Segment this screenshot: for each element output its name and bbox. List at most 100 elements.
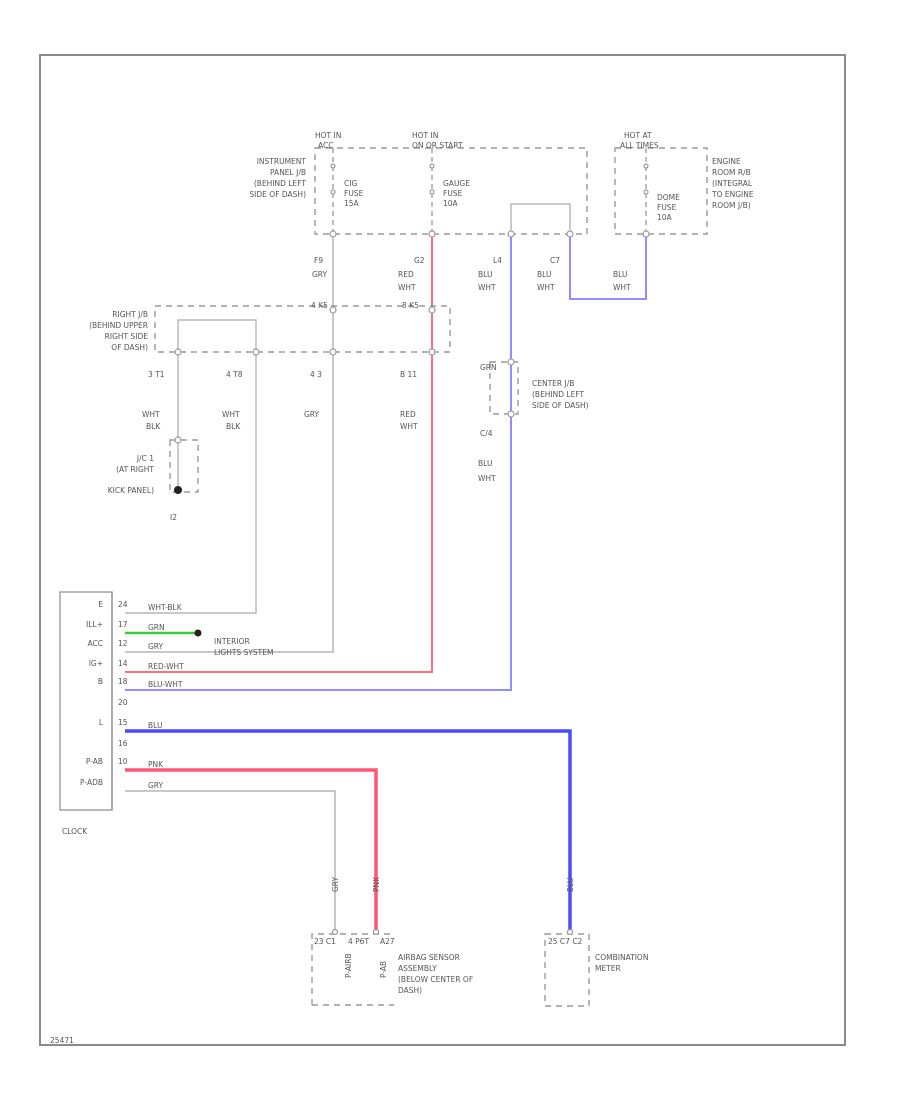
clock-pin-name: ILL+ [86, 620, 103, 629]
bottom-wire-gry: GRY [331, 876, 340, 892]
wire-gry-airbag [125, 790, 336, 930]
meter-line1: COMBINATION [595, 953, 648, 962]
airbag-line2: ASSEMBLY [398, 964, 437, 973]
airbag-pin-3: A27 [380, 937, 395, 946]
mid-wire-a-2: BLK [146, 422, 161, 431]
wire-c7-color-2: WHT [537, 283, 555, 292]
center-jb-line1: CENTER J/B [532, 379, 574, 388]
diagram-code: 25471 [50, 1036, 74, 1045]
wire-c7-color-1: BLU [537, 270, 551, 279]
airbag-vtext-2: P-AB [379, 961, 388, 978]
wire-g2-color-2: WHT [398, 283, 416, 292]
ground-junction: J/C 1 (AT RIGHT KICK PANEL) I2 [108, 436, 199, 522]
cig-fuse-name: CIG [344, 179, 357, 188]
hot-at-label: HOT AT [624, 131, 652, 140]
mid-wire-d-2: WHT [400, 422, 418, 431]
clock-pin-name: L [99, 718, 104, 727]
clock-pin-number: 15 [118, 718, 128, 727]
mid-wire-b-2: BLK [226, 422, 241, 431]
wire-c7-dome [569, 237, 647, 300]
hot-ign-label: HOT IN [315, 131, 341, 140]
clock-pin-name: P-AB [86, 757, 103, 766]
clock-wire-label: WHT-BLK [148, 603, 183, 612]
clock-pin-number: 24 [118, 600, 128, 609]
clock-wire-label: GRN [148, 623, 165, 632]
mid-wire-c: GRY [304, 410, 320, 419]
clock-wire-label: GRY [148, 781, 164, 790]
hot-ign-sub: ACC [318, 141, 333, 150]
dome-fuse-name: DOME [657, 193, 680, 202]
terminal-f9 [329, 230, 337, 238]
wire-wht-blk-e [125, 352, 257, 614]
right-jb-line4: OF DASH) [111, 343, 148, 352]
instrument-panel-jb-line2: PANEL J/B [270, 168, 306, 177]
ground-id: I2 [170, 513, 177, 522]
clock-pin-number: 10 [118, 757, 128, 766]
mid-wire-d-1: RED [400, 410, 416, 419]
clock-pin-number: 14 [118, 659, 128, 668]
clock-pin-name: ACC [88, 639, 103, 648]
airbag-line3: (BELOW CENTER OF [398, 975, 473, 984]
meter-pins: 25 C7 C2 [548, 937, 583, 946]
clock-wire-label: BLU [148, 721, 162, 730]
dome-fuse-rating: 10A [657, 213, 673, 222]
terminal-l4 [507, 230, 515, 238]
clock-pin-number: 17 [118, 620, 128, 629]
clock-wire-label: BLU-WHT [148, 680, 183, 689]
right-jb-pin-t8: 4 T8 [226, 370, 243, 379]
wire-f9-color: GRY [312, 270, 328, 279]
hot-start-label: HOT IN [412, 131, 438, 140]
instrument-panel-jb-line4: SIDE OF DASH) [249, 190, 306, 199]
right-jb-line1: RIGHT J/B [112, 310, 148, 319]
clock-label: CLOCK [62, 827, 88, 836]
clock-pin-number: 12 [118, 639, 128, 648]
gauge-fuse: GAUGE FUSE 10A [429, 148, 470, 234]
airbag-sensor-assembly: 23 C1 4 P6T A27 P-AIRB P-AB AIRBAG SENSO… [311, 928, 473, 1006]
wire-l4-color-1: BLU [478, 270, 492, 279]
ground-line2: (AT RIGHT [116, 465, 154, 474]
center-jb: GRN CENTER J/B (BEHIND LEFT SIDE OF DASH… [480, 358, 589, 438]
wire-g2-red-wht [125, 237, 433, 673]
clock-pin-name: P-ADB [80, 778, 103, 787]
combination-meter: 25 C7 C2 COMBINATION METER [544, 928, 648, 1007]
mid-wire-b-1: WHT [222, 410, 240, 419]
clock-pin-name: E [98, 600, 103, 609]
wire-blu-meter [125, 729, 572, 930]
cig-fuse: CIG FUSE 15A [330, 148, 364, 234]
engine-room-jb-line5: ROOM J/B) [712, 201, 751, 210]
hot-start-sub: ON OR START [412, 141, 463, 150]
conn-c7: C7 [550, 256, 560, 265]
wire-f9-gry [125, 237, 334, 653]
bottom-wire-blu: BLU [566, 878, 575, 892]
conn-f9: F9 [314, 256, 323, 265]
right-jb-pin-k5a: 4 K5 [311, 301, 328, 310]
terminal-dome [642, 230, 650, 238]
clock-pin-number: 20 [118, 698, 128, 707]
clock-unit: CLOCK [59, 591, 113, 836]
clock-pin-name: B [98, 677, 103, 686]
engine-room-jb-line2: ROOM R/B [712, 168, 751, 177]
clock-pin-name: IG+ [89, 659, 103, 668]
cig-fuse-type: FUSE [344, 189, 364, 198]
dome-fuse: DOME FUSE 10A [643, 148, 680, 234]
center-jb-conn: C/4 [480, 429, 493, 438]
wire-dome-color-2: WHT [613, 283, 631, 292]
right-jb-pin-t1: 3 T1 [148, 370, 165, 379]
terminal-c7 [566, 230, 574, 238]
clock-wire-label: GRY [148, 642, 164, 651]
right-jb-pin-k5b: 8 K5 [402, 301, 419, 310]
center-jb-line3: SIDE OF DASH) [532, 401, 589, 410]
clock-pin-number: 18 [118, 677, 128, 686]
clock-wire-label: RED-WHT [148, 662, 184, 671]
wire-g2-color-1: RED [398, 270, 414, 279]
ground-line1: J/C 1 [136, 454, 154, 463]
gauge-fuse-rating: 10A [443, 199, 459, 208]
instrument-panel-jb-line1: INSTRUMENT [257, 157, 307, 166]
right-jb-pin-b11: B 11 [400, 370, 417, 379]
gauge-fuse-name: GAUGE [443, 179, 470, 188]
clock-pin-number: 16 [118, 739, 128, 748]
wire-pnk-airbag [125, 768, 378, 930]
cig-fuse-rating: 15A [344, 199, 360, 208]
center-lower-wire-1: BLU [478, 459, 492, 468]
